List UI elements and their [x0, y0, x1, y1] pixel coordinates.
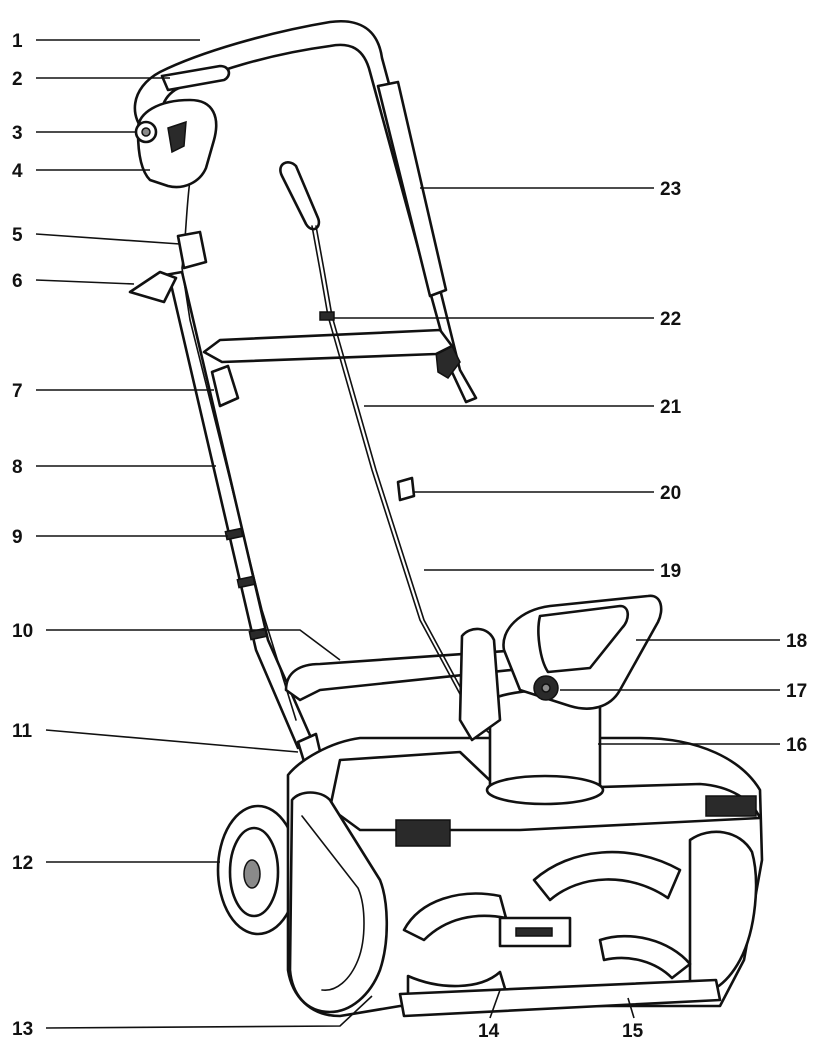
callout-17: 17: [786, 681, 807, 702]
callout-8: 8: [12, 457, 23, 478]
auger-hub-slot: [515, 927, 553, 937]
rod-clip: [396, 476, 416, 502]
cord-retainer: [176, 230, 208, 270]
right-side-plate: [688, 830, 758, 995]
callout-12: 12: [12, 853, 33, 874]
callout-5: 5: [12, 225, 23, 246]
callout-10: 10: [12, 621, 33, 642]
callout-4: 4: [12, 161, 23, 182]
leader-line-10: [46, 629, 341, 661]
left-side-plate: [288, 791, 389, 1014]
callout-13: 13: [12, 1019, 33, 1040]
cross-bar: [202, 328, 454, 364]
callout-18: 18: [786, 631, 807, 652]
callout-15: 15: [622, 1021, 644, 1042]
callout-14: 14: [478, 1021, 500, 1042]
callout-2: 2: [12, 69, 23, 90]
upper-handle-knob: [128, 270, 178, 304]
leader-line-5: [35, 233, 181, 245]
callout-numbers: 1 2 3 4 5 6 7 8 9 10 11 12 13 14 15 16 1…: [12, 31, 807, 1042]
callout-7: 7: [12, 381, 23, 402]
left-side-plate-inner: [301, 815, 365, 991]
callout-23: 23: [660, 179, 681, 200]
auger-blade-center: [532, 850, 682, 902]
snow-thrower-illustration: [128, 19, 764, 1018]
leader-line-15: [627, 997, 635, 1019]
chute-bracket: [458, 627, 502, 742]
right-handle-grip: [376, 80, 448, 298]
switch-box-detail: [167, 120, 187, 154]
auger-blade-right: [598, 934, 692, 980]
lock-off-button-center: [141, 127, 151, 137]
rod-collar: [319, 311, 335, 321]
callout-21: 21: [660, 397, 682, 418]
chute-deflector: [537, 604, 630, 674]
callout-19: 19: [660, 561, 681, 582]
cord-clip-mid: [236, 575, 256, 589]
callout-22: 22: [660, 309, 681, 330]
callout-6: 6: [12, 271, 23, 292]
leader-line-14: [489, 989, 501, 1019]
rear-wheel-hub: [243, 859, 261, 889]
scraper-bar: [398, 978, 722, 1018]
chute-control-handle: [279, 161, 321, 231]
callout-11: 11: [12, 721, 33, 742]
callout-1: 1: [12, 31, 23, 52]
callout-20: 20: [660, 483, 681, 504]
right-vent: [705, 795, 757, 817]
leader-line-6: [35, 279, 135, 285]
switch-bar: [160, 64, 231, 92]
auger-blade-left: [402, 892, 508, 942]
leader-line-13: [45, 995, 373, 1029]
chute-base-top: [485, 774, 605, 806]
callout-3: 3: [12, 123, 23, 144]
mid-handle-knob: [210, 364, 240, 408]
left-vent: [395, 819, 451, 847]
callout-16: 16: [786, 735, 807, 756]
leader-line-11: [45, 729, 299, 753]
callout-9: 9: [12, 527, 23, 548]
chute-knob-center: [541, 683, 551, 693]
chute-control-rod-2: [315, 225, 479, 721]
leader-lines: [35, 39, 780, 1029]
auger-hub: [498, 916, 572, 948]
